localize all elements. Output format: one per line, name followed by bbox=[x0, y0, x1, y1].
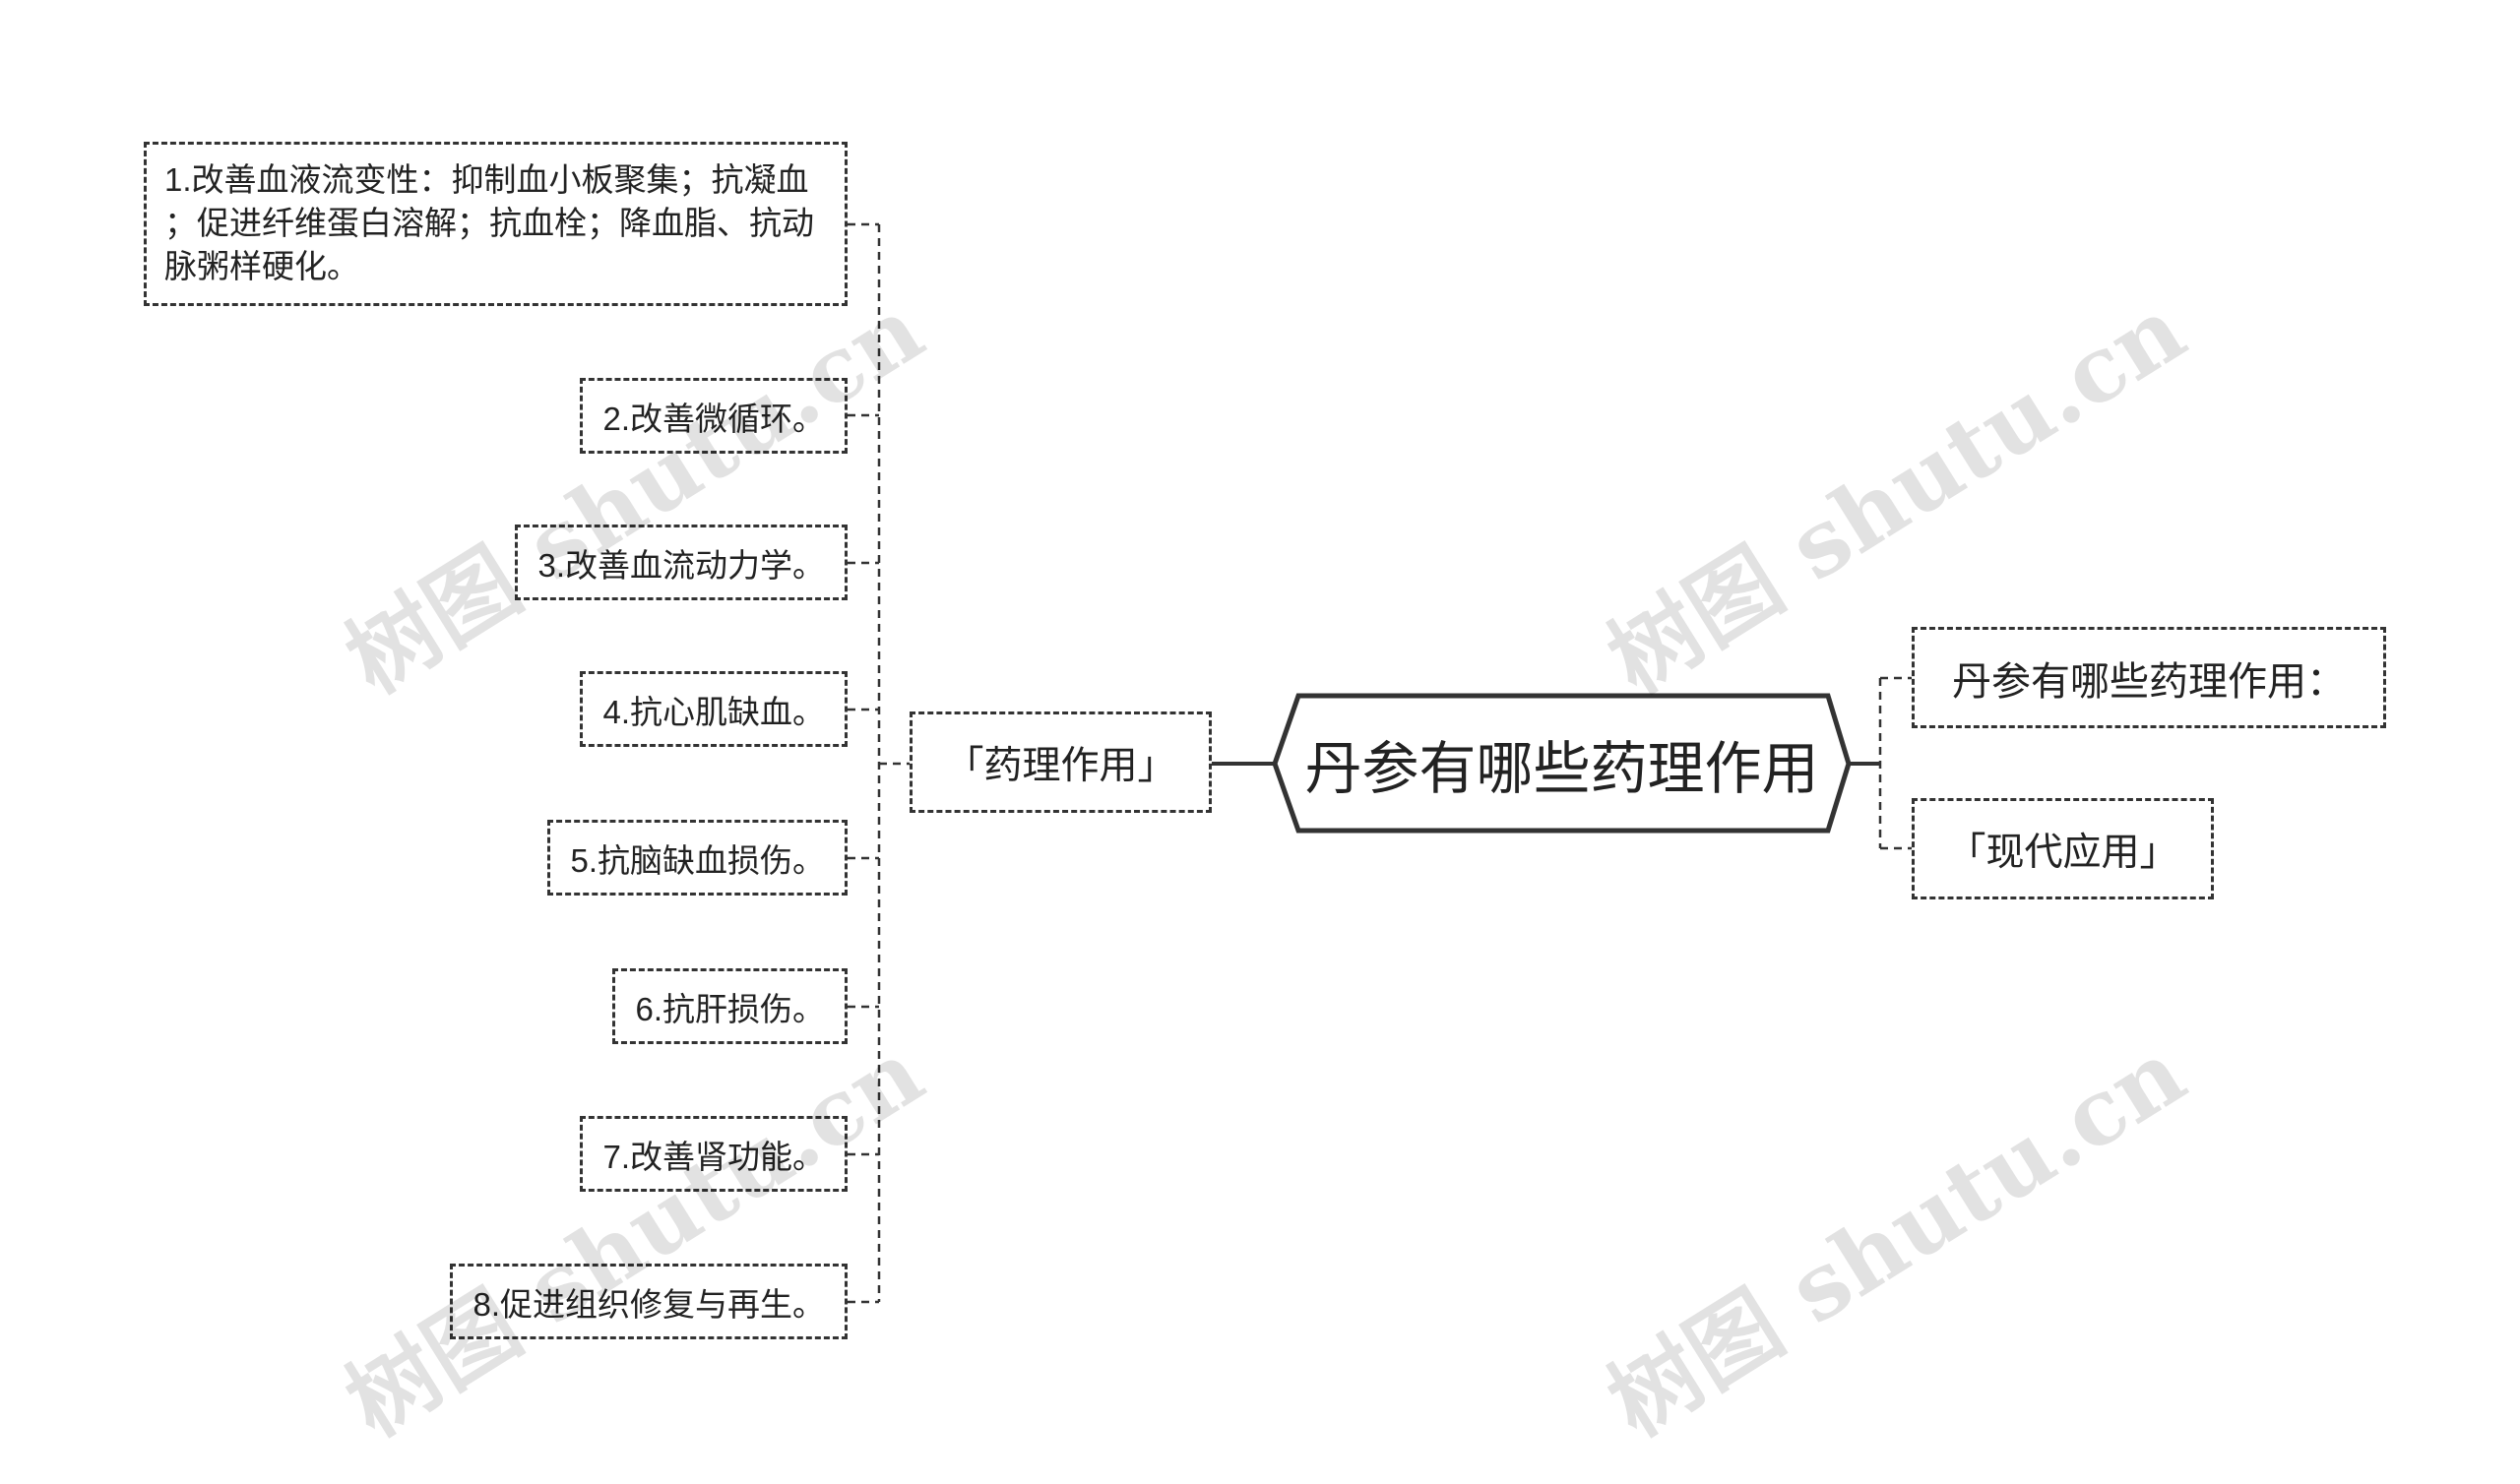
leaf-node-2: 2.改善微循环。 bbox=[580, 378, 848, 454]
leaf-node-text: 2.改善微循环。 bbox=[602, 400, 825, 437]
leaf-node-text: 3.改善血流动力学。 bbox=[537, 546, 825, 584]
leaf-node-text: 7.改善肾功能。 bbox=[602, 1138, 825, 1175]
branch-node-label: 「现代应用」 bbox=[1947, 831, 2178, 874]
leaf-node-7: 7.改善肾功能。 bbox=[580, 1116, 848, 1192]
branch-node-pharmacology: 「药理作用」 bbox=[910, 711, 1212, 813]
branch-node-question: 丹参有哪些药理作用： bbox=[1912, 627, 2386, 728]
branch-node-label: 丹参有哪些药理作用： bbox=[1952, 659, 2346, 704]
leaf-node-4: 4.抗心肌缺血。 bbox=[580, 671, 848, 747]
leaf-node-text: 5.抗脑缺血损伤。 bbox=[570, 841, 825, 879]
leaf-node-6: 6.抗肝损伤。 bbox=[612, 968, 848, 1044]
leaf-node-text: 4.抗心肌缺血。 bbox=[602, 693, 825, 730]
branch-node-modern-use: 「现代应用」 bbox=[1912, 798, 2214, 899]
leaf-node-5: 5.抗脑缺血损伤。 bbox=[547, 820, 848, 896]
leaf-node-1: 1.改善血液流变性：抑制血小板聚集；抗凝血；促进纤维蛋白溶解；抗血栓；降血脂、抗… bbox=[144, 142, 848, 306]
root-node-label: 丹参有哪些药理作用 bbox=[1304, 736, 1819, 801]
leaf-node-text: 6.抗肝损伤。 bbox=[635, 990, 825, 1027]
leaf-node-3: 3.改善血流动力学。 bbox=[515, 525, 848, 600]
leaf-node-text: 8.促进组织修复与再生。 bbox=[472, 1285, 825, 1323]
root-node-hexagon bbox=[1272, 693, 1852, 834]
leaf-node-8: 8.促进组织修复与再生。 bbox=[450, 1264, 848, 1339]
leaf-node-text: 1.改善血液流变性：抑制血小板聚集；抗凝血；促进纤维蛋白溶解；抗血栓；降血脂、抗… bbox=[164, 161, 814, 284]
branch-node-label: 「药理作用」 bbox=[945, 744, 1176, 787]
